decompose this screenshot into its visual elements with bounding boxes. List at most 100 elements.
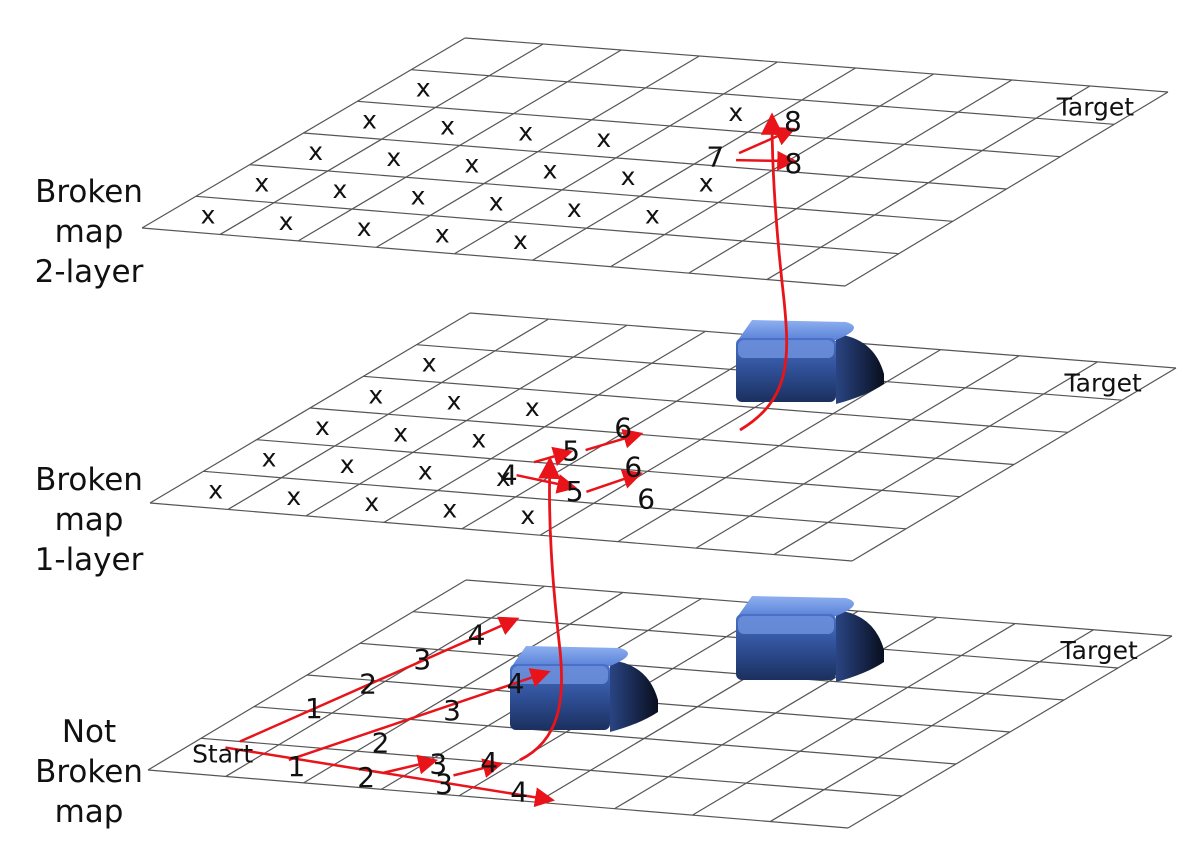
step-number: 6 <box>624 451 642 484</box>
grid-line <box>203 470 907 530</box>
target-label: Target <box>1056 92 1135 121</box>
obstacle-mark: x <box>364 488 379 517</box>
step-number: 2 <box>359 668 377 701</box>
step-number: 7 <box>706 141 724 174</box>
block-top <box>738 596 854 616</box>
block-top <box>512 646 628 666</box>
obstacle-mark: x <box>418 456 433 485</box>
grid-line <box>149 502 853 562</box>
obstacle-mark: x <box>416 74 431 103</box>
step-number: 6 <box>614 412 632 445</box>
route-arrow <box>453 758 504 778</box>
step-number: 4 <box>507 667 525 700</box>
step-number: 5 <box>562 435 580 468</box>
obstacle-mark: x <box>357 213 372 242</box>
step-number: 1 <box>305 692 323 725</box>
block-top <box>738 320 854 340</box>
layer-label-line: Not <box>61 714 117 750</box>
target-label: Target <box>1064 368 1143 397</box>
start-label: Start <box>192 740 253 769</box>
step-number: 3 <box>429 747 447 780</box>
obstacle-mark: x <box>518 118 533 147</box>
step-number: 8 <box>784 105 802 138</box>
grid-line <box>411 69 1115 125</box>
step-number: 3 <box>443 694 461 727</box>
layer-label-mid: Broken map 1-layer <box>14 460 164 580</box>
route-arrow <box>288 668 551 762</box>
grid-line <box>359 642 1065 701</box>
obstacle-mark: x <box>393 418 408 447</box>
grid-line <box>303 132 1007 190</box>
layer-label-top: Broken map 2-layer <box>14 172 164 292</box>
step-number: 3 <box>435 768 453 801</box>
obstacle-mark: x <box>386 143 401 172</box>
layer-transition-arrow <box>519 456 563 762</box>
obstacle-mark: x <box>362 105 377 134</box>
route-arrow <box>516 473 578 494</box>
obstacle-mark: x <box>440 111 455 140</box>
step-number: 3 <box>413 643 431 676</box>
step-number: 4 <box>468 619 486 652</box>
block-mid-layer <box>736 320 884 404</box>
grid-line <box>200 737 903 797</box>
layer-label-line: Broken <box>35 462 143 498</box>
layer-label-line: Broken <box>35 174 143 210</box>
layer-label-line: Broken <box>35 754 143 790</box>
grid-line <box>141 227 846 287</box>
block-highlight <box>738 616 834 634</box>
layer-label-bottom: Not Broken map <box>14 712 164 832</box>
obstacle-mark: x <box>645 200 660 229</box>
obstacle-mark: x <box>621 162 636 191</box>
obstacle-mark: x <box>333 175 348 204</box>
route-arrow <box>225 746 555 808</box>
obstacle-mark: x <box>422 349 437 378</box>
obstacle-mark: x <box>471 425 486 454</box>
grid-mid <box>149 312 1177 562</box>
obstacle-mark: x <box>442 495 457 524</box>
layer-label-line: 1-layer <box>34 542 144 578</box>
step-number: 1 <box>287 750 305 783</box>
grid-line <box>249 164 953 222</box>
step-number: 4 <box>480 746 498 779</box>
route-arrow <box>381 754 439 775</box>
obstacle-mark: x <box>447 387 462 416</box>
target-label: Target <box>1060 636 1139 665</box>
obstacle-mark: x <box>286 482 301 511</box>
obstacle-mark: x <box>368 380 383 409</box>
layer-label-line: 2-layer <box>34 254 144 290</box>
grid-line <box>253 706 957 765</box>
obstacle-mark: x <box>254 169 269 198</box>
layer-label-line: map <box>54 502 124 538</box>
grid-line <box>306 674 1011 733</box>
block-side <box>836 334 884 404</box>
block-bottom-left <box>510 646 658 732</box>
obstacle-mark: x <box>543 156 558 185</box>
obstacle-mark: x <box>201 200 216 229</box>
step-number: 8 <box>785 147 803 180</box>
obstacle-mark: x <box>520 501 535 530</box>
layer-label-line: map <box>54 214 124 250</box>
route-arrow <box>585 429 644 452</box>
route-arrow <box>585 469 643 493</box>
step-number: 6 <box>637 482 655 515</box>
grid-line <box>195 195 899 255</box>
grid-line <box>309 407 1015 466</box>
obstacle-mark: x <box>728 98 743 127</box>
obstacle-mark: x <box>596 124 611 153</box>
route-arrow <box>736 150 798 171</box>
obstacle-mark: x <box>435 220 450 249</box>
obstacle-mark: x <box>340 450 355 479</box>
step-number: 4 <box>510 776 528 809</box>
grid-line <box>464 37 1169 93</box>
block-bottom-right <box>736 596 884 682</box>
grid-line <box>363 375 1069 433</box>
step-number: 4 <box>500 459 518 492</box>
step-number: 2 <box>372 726 390 759</box>
route-arrow <box>239 616 520 743</box>
grid-line <box>357 100 1061 158</box>
grid-line <box>256 439 961 498</box>
obstacle-mark: x <box>315 412 330 441</box>
obstacle-mark: x <box>489 188 504 217</box>
obstacle-mark: x <box>567 194 582 223</box>
